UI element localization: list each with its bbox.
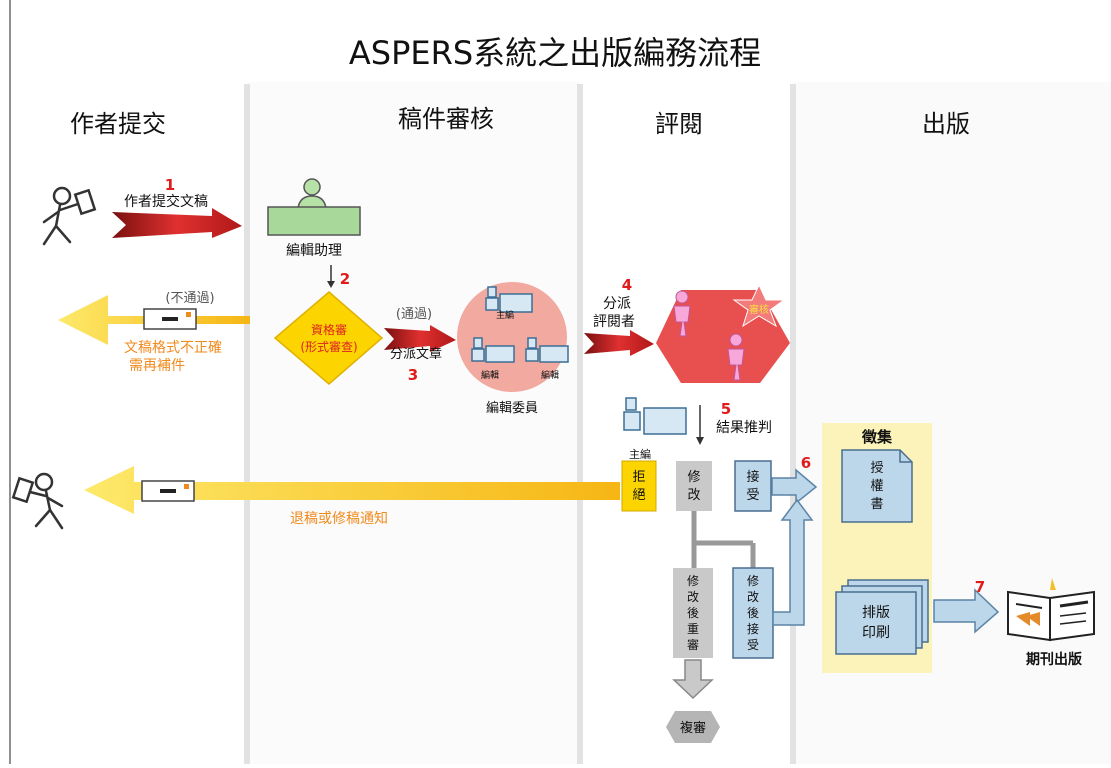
rereview-label: 複審 bbox=[680, 720, 706, 736]
svg-text:接: 接 bbox=[747, 621, 759, 636]
svg-text:後: 後 bbox=[747, 606, 759, 620]
chief-editor-desk-icon bbox=[623, 397, 687, 435]
typeset-stack-icon bbox=[835, 579, 929, 655]
svg-text:授: 授 bbox=[870, 461, 883, 476]
publish-arrow bbox=[933, 588, 1000, 634]
svg-text:重: 重 bbox=[687, 622, 699, 636]
revise-char-2: 改 bbox=[687, 488, 700, 503]
revise-accept-arrow bbox=[772, 498, 814, 626]
step-4-label-a: 分派 bbox=[603, 296, 631, 312]
lane-header-publish: 出版 bbox=[922, 110, 970, 138]
accept-char-2: 受 bbox=[746, 488, 759, 503]
revise-accept-box bbox=[732, 567, 774, 659]
format-error-line2: 需再補件 bbox=[129, 358, 185, 374]
step-5-arrowhead bbox=[696, 437, 704, 445]
submit-arrow bbox=[112, 208, 242, 238]
editorial-assistant-icon bbox=[267, 178, 361, 236]
license-fold bbox=[899, 450, 912, 463]
reject-box bbox=[621, 460, 657, 512]
qualification-label: 資格審 bbox=[311, 322, 347, 337]
step-4-label-b: 評閱者 bbox=[593, 314, 635, 330]
editor-icon bbox=[471, 337, 515, 363]
license-text: 授權書 bbox=[870, 461, 883, 512]
step-1-label: 作者提交文稿 bbox=[124, 193, 208, 210]
collect-label: 徵集 bbox=[861, 428, 893, 446]
typeset-label: 排版 bbox=[862, 605, 890, 621]
walking-author-icon bbox=[42, 186, 97, 246]
step-3-number: 3 bbox=[408, 366, 418, 384]
svg-text:受: 受 bbox=[747, 638, 759, 652]
step-5-number: 5 bbox=[721, 400, 731, 418]
accept-arrow bbox=[771, 468, 818, 505]
assign-arrow bbox=[384, 325, 456, 352]
step-2-arrowhead bbox=[327, 281, 335, 288]
svg-text:後: 後 bbox=[687, 606, 699, 620]
lane-review-bg bbox=[247, 82, 580, 764]
step-3-label: 分派文章 bbox=[390, 346, 442, 362]
fail-label: (不通過) bbox=[165, 291, 214, 306]
lane-header-author: 作者提交 bbox=[70, 110, 166, 138]
page-title: ASPERS系統之出版編務流程 bbox=[349, 34, 761, 72]
step-6-number: 6 bbox=[801, 454, 811, 472]
assign-reviewer-arrow bbox=[584, 330, 654, 356]
step-2-number: 2 bbox=[340, 270, 350, 288]
envelope-icon bbox=[143, 308, 197, 330]
qualification-diamond bbox=[273, 291, 384, 385]
return-notice-label: 退稿或修稿通知 bbox=[290, 510, 388, 527]
reviewer-icon bbox=[673, 290, 691, 337]
rereview-down-arrow bbox=[672, 659, 714, 700]
editor-label-a: 編輯 bbox=[481, 369, 499, 381]
lane-header-review: 稿件審核 bbox=[398, 105, 494, 133]
rereview-hexagon bbox=[666, 711, 720, 743]
svg-text:改: 改 bbox=[687, 590, 699, 604]
qualification-sublabel: (形式審查) bbox=[300, 339, 357, 354]
reviewer-icon bbox=[727, 333, 745, 381]
print-label: 印刷 bbox=[862, 625, 890, 641]
assistant-label: 編輯助理 bbox=[286, 243, 342, 259]
chief-label: 主編 bbox=[496, 309, 514, 321]
step-5-label: 結果推判 bbox=[716, 420, 772, 436]
committee-label: 編輯委員 bbox=[486, 400, 538, 416]
returning-author-icon bbox=[11, 472, 64, 530]
svg-text:審: 審 bbox=[687, 637, 699, 652]
pass-label: (通過) bbox=[396, 307, 432, 322]
revise-char-1: 修 bbox=[687, 470, 700, 485]
chief-editor-icon bbox=[485, 286, 533, 313]
svg-text:權: 權 bbox=[870, 479, 883, 494]
journal-label: 期刊出版 bbox=[1026, 651, 1082, 668]
lane-author-bg bbox=[0, 82, 247, 764]
editor-icon bbox=[525, 337, 569, 363]
lane-header-evaluation: 評閱 bbox=[655, 110, 703, 138]
accept-char-1: 接 bbox=[746, 469, 759, 485]
reject-char-1: 拒 bbox=[632, 470, 645, 485]
accept-box bbox=[734, 460, 772, 512]
editor-label-b: 編輯 bbox=[541, 369, 559, 381]
committee-circle bbox=[457, 282, 567, 392]
revise-box bbox=[676, 461, 712, 511]
svg-text:書: 書 bbox=[870, 497, 883, 512]
chief-desk-label: 主編 bbox=[629, 447, 651, 461]
review-star bbox=[732, 283, 786, 328]
svg-text:修: 修 bbox=[747, 573, 759, 588]
journal-book-icon bbox=[1007, 578, 1095, 642]
step-4-number: 4 bbox=[622, 276, 632, 294]
svg-text:改: 改 bbox=[747, 590, 759, 604]
review-star-label: 審核 bbox=[749, 303, 769, 316]
license-document-icon bbox=[841, 449, 913, 523]
step-1-number: 1 bbox=[165, 176, 175, 194]
format-error-line1: 文稿格式不正確 bbox=[124, 340, 222, 356]
return-arrow bbox=[84, 466, 620, 514]
svg-text:修: 修 bbox=[687, 573, 699, 588]
step-7-number: 7 bbox=[975, 578, 985, 596]
reject-char-2: 絕 bbox=[632, 488, 645, 503]
return-envelope-icon bbox=[141, 480, 195, 502]
revise-rereview-box bbox=[673, 568, 713, 658]
